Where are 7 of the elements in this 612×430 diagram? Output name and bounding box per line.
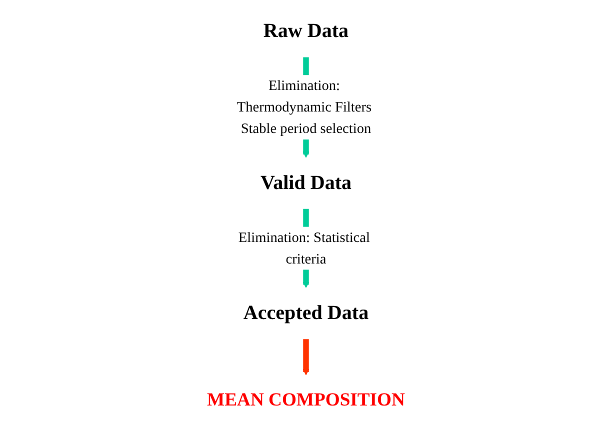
edge-label: Elimination: Statistical criteria xyxy=(238,230,370,267)
node-text: MEAN COMPOSITION xyxy=(207,389,405,410)
node-text: Accepted Data xyxy=(243,302,369,324)
edge-label: Elimination: Thermodynamic Filters Stable period selection xyxy=(236,78,372,137)
arrow xyxy=(302,339,310,376)
node-text: Raw Data xyxy=(263,20,349,42)
node-text: Valid Data xyxy=(260,172,352,194)
